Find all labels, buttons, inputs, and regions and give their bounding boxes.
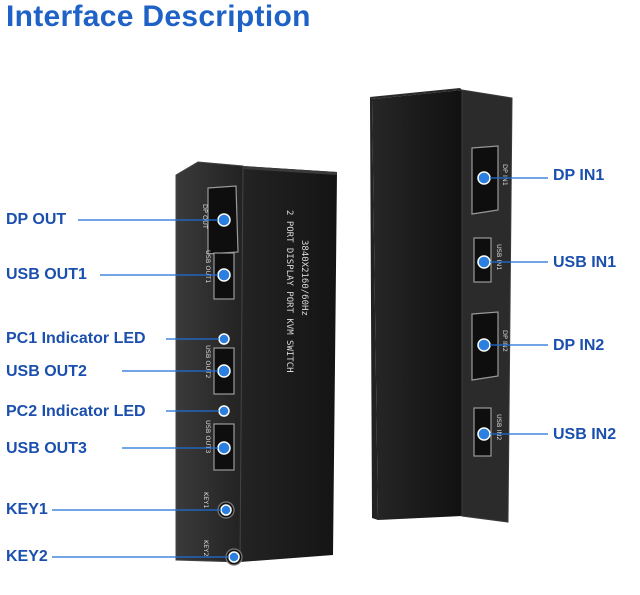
key2-port-text: KEY2 <box>202 540 210 556</box>
label-usb-in2: USB IN2 <box>553 426 617 443</box>
label-pc2-indicator-led: PC2 Indicator LED <box>6 403 146 420</box>
model-line2: 3840X2160/60Hz <box>299 240 309 316</box>
label-usb-in1: USB IN1 <box>553 254 617 271</box>
dp-in1-port-text: DP IN1 <box>501 164 509 186</box>
label-key2: KEY2 <box>6 548 48 565</box>
key1-button: KEY1 <box>202 492 235 519</box>
page-title: Interface Description <box>6 0 311 33</box>
key2-button: KEY2 <box>202 540 243 566</box>
label-dp-in1: DP IN1 <box>553 167 605 184</box>
label-key1: KEY1 <box>6 501 48 518</box>
label-dp-out: DP OUT <box>6 211 67 228</box>
key1-port-text: KEY1 <box>202 492 210 508</box>
label-usb-out2: USB OUT2 <box>6 363 87 380</box>
usb-out1-port: USB OUT1 <box>204 250 235 300</box>
model-line1: 2 PORT DISPLAY PORT KVM SWITCH <box>284 210 294 373</box>
label-pc1-indicator-led: PC1 Indicator LED <box>6 330 146 347</box>
usb-out3-port: USB OUT3 <box>204 420 235 471</box>
pc1-indicator-led <box>218 333 230 345</box>
pc2-indicator-led <box>218 405 230 417</box>
usb-in1-port-text: USB IN1 <box>495 244 503 270</box>
dp-out-port-text: DP OUT <box>201 204 209 229</box>
dp-in1-port: DP IN1 <box>471 145 509 215</box>
usb-in2-port-text: USB IN2 <box>495 414 503 440</box>
usb-in1-port: USB IN1 <box>473 237 503 283</box>
left-device: 2 PORT DISPLAY PORT KVM SWITCH 3840X2160… <box>175 161 337 566</box>
dp-in2-port: DP IN2 <box>471 311 509 381</box>
dp-in2-port-text: DP IN2 <box>501 330 509 352</box>
usb-in2-port: USB IN2 <box>473 407 503 457</box>
label-dp-in2: DP IN2 <box>553 337 605 354</box>
label-usb-out3: USB OUT3 <box>6 440 87 457</box>
callout-lines <box>52 177 548 558</box>
right-device: DP IN1 USB IN1 DP IN2 USB IN2 <box>370 88 513 523</box>
usb-out2-port-text: USB OUT2 <box>204 345 212 378</box>
dp-out-port: DP OUT <box>201 185 239 255</box>
label-usb-out1: USB OUT1 <box>6 266 87 283</box>
usb-out1-port-text: USB OUT1 <box>204 250 212 283</box>
usb-out3-port-text: USB OUT3 <box>204 420 212 453</box>
